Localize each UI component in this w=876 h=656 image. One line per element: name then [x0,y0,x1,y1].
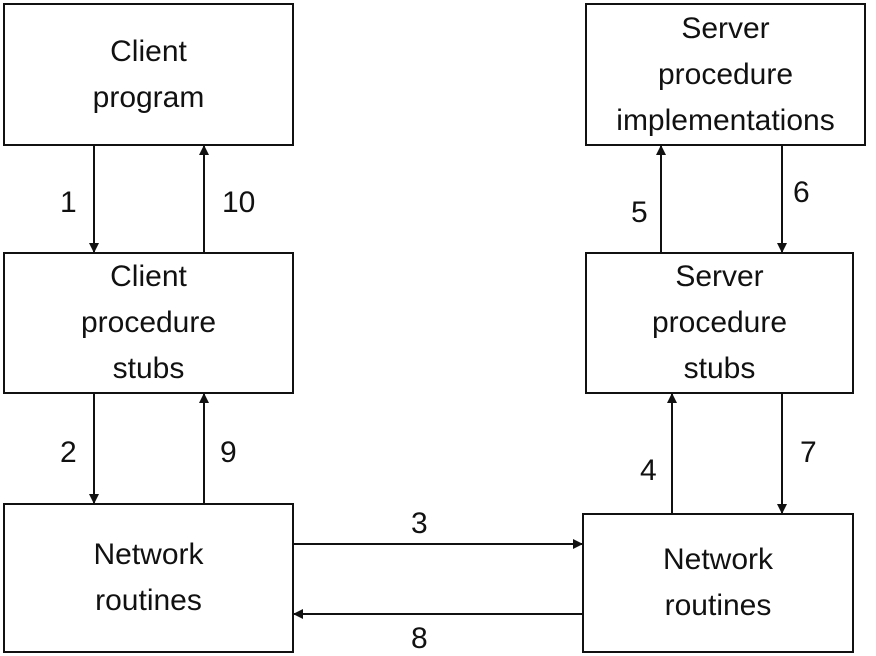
client-program-box: Client program [3,3,294,146]
server-impl-box: Server procedure implementations [585,3,866,146]
step-label-5: 5 [631,196,648,229]
box-label-line: Network [662,543,774,576]
box-label-line: implementations [616,103,835,137]
step-label-2: 2 [60,436,77,469]
box-label-line: procedure [657,57,794,91]
step-label-6: 6 [793,176,810,209]
step-label-7: 7 [800,436,817,469]
box-label-line: procedure [80,306,217,339]
box-label-line: Client [110,260,187,293]
box-label-line: Client [110,34,187,68]
step-label-1: 1 [60,186,77,219]
box-label-line: Network [93,538,204,571]
step-label-10: 10 [222,186,256,219]
step-label-8: 8 [411,622,428,655]
box-label-line: procedure [651,306,788,339]
step-label-9: 9 [220,436,237,469]
box-label-line: stubs [112,352,185,385]
client-network-box: Network routines [3,503,294,653]
box-label-line: routines [95,584,202,617]
step-label-3: 3 [411,507,428,540]
box-label-line: Server [681,11,770,45]
box-label-line: stubs [683,352,756,385]
box-label-line: Server [675,260,764,293]
box-label-line: program [92,80,205,114]
client-stubs-box: Client procedure stubs [3,252,294,394]
server-network-box: Network routines [582,513,854,653]
server-stubs-box: Server procedure stubs [585,252,854,394]
step-label-4: 4 [640,454,657,487]
box-label-line: routines [664,589,772,622]
